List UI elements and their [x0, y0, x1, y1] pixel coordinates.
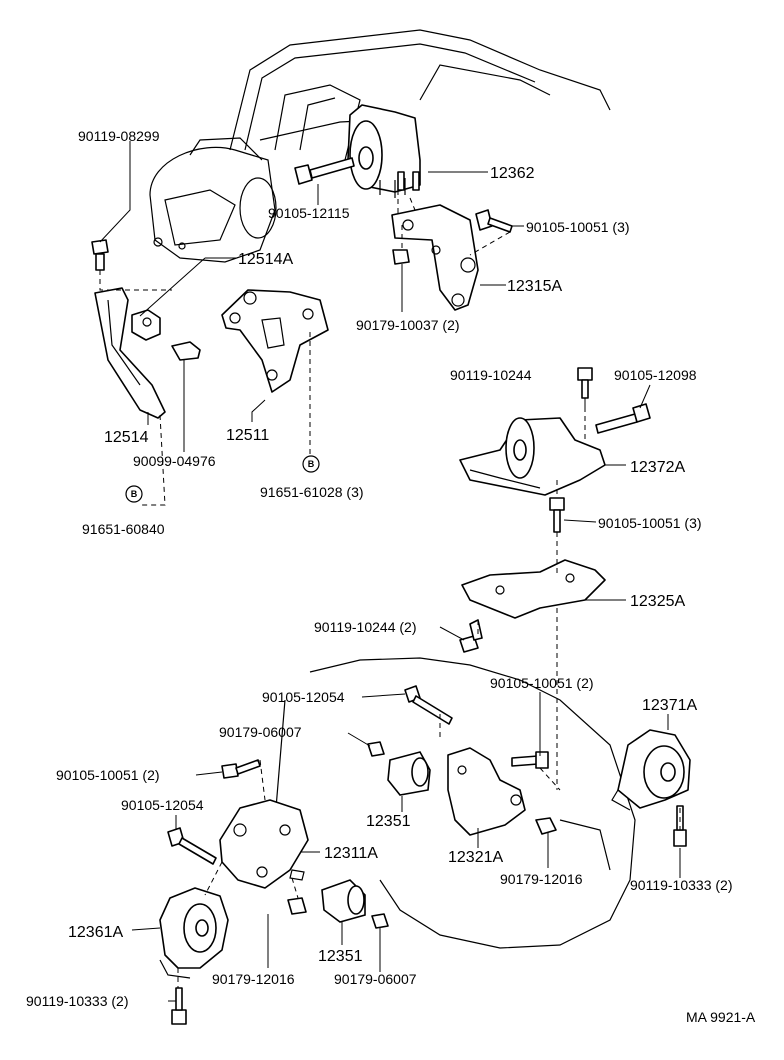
label-12362: 12362 [490, 165, 535, 182]
bolt-90119-10333-left [171, 987, 187, 1025]
label-90179-12016-a: 90179-12016 [500, 871, 583, 887]
bolt-90119-10244-upper [577, 367, 593, 399]
nut-90179-12016-right [535, 817, 557, 835]
label-90119-10244: 90119-10244 [450, 367, 532, 383]
label-90105-10051-2-a: 90105-10051 (2) [490, 675, 594, 691]
label-90119-10333-2-a: 90119-10333 (2) [630, 877, 732, 893]
label-90105-10051-2-b: 90105-10051 (2) [56, 767, 160, 783]
nut-90179-12016-left [287, 897, 307, 915]
label-12315A: 12315A [507, 278, 562, 295]
bracket-12321A [447, 747, 526, 836]
bolt-90105-12054-upper [404, 685, 453, 725]
cushion-12351-upper [387, 751, 431, 796]
bolt-90099-04976 [171, 341, 201, 361]
bracket-12315A [391, 204, 479, 311]
nut-90179-10037 [392, 249, 410, 265]
label-90105-10051-3-a: 90105-10051 (3) [526, 219, 630, 235]
label-12321A: 12321A [448, 849, 503, 866]
label-90179-06007-a: 90179-06007 [219, 724, 302, 740]
engine-mount-12372A [459, 417, 606, 496]
marker-b-91651-61028: B [302, 455, 320, 473]
cushion-12514A [131, 309, 161, 341]
bolt-90105-10051-right [511, 751, 549, 769]
engine-mount-12361A [159, 887, 229, 979]
svg-text:B: B [131, 489, 138, 499]
label-90119-10333-2-b: 90119-10333 (2) [26, 993, 128, 1009]
figure-code: MA 9921-A [686, 1009, 756, 1025]
label-90105-12115: 90105-12115 [268, 205, 350, 221]
label-90105-12054-a: 90105-12054 [262, 689, 345, 705]
bolt-90105-10051-left [221, 759, 261, 779]
label-12511: 12511 [226, 427, 269, 444]
alternator-housing [149, 137, 277, 263]
bracket-12325A [461, 559, 606, 619]
engine-mount-12362 [347, 104, 421, 198]
nut-90179-06007-lower [371, 913, 389, 929]
dashed-alignment-lines [99, 190, 681, 988]
label-90179-06007-b: 90179-06007 [334, 971, 417, 987]
transaxle-outline [274, 657, 636, 949]
label-12514: 12514 [104, 429, 149, 446]
bolt-90105-12115 [294, 157, 355, 185]
label-12351-a: 12351 [366, 813, 411, 830]
label-90105-12054-b: 90105-12054 [121, 797, 204, 813]
label-90119-10244-2: 90119-10244 (2) [314, 619, 416, 635]
label-90099-04976: 90099-04976 [133, 453, 216, 469]
label-90105-12098: 90105-12098 [614, 367, 697, 383]
leader-lines [99, 141, 681, 1002]
bolt-90105-12054-lower [167, 827, 217, 865]
label-91651-60840: 91651-60840 [82, 521, 165, 537]
engine-mount-12371A [611, 729, 691, 811]
bracket-12514 [94, 287, 166, 419]
label-12351-b: 12351 [318, 948, 363, 965]
label-12311A: 12311A [324, 845, 378, 862]
label-90119-08299: 90119-08299 [78, 128, 160, 144]
label-12514A: 12514A [238, 251, 293, 268]
label-90105-10051-3-b: 90105-10051 (3) [598, 515, 702, 531]
svg-text:B: B [308, 459, 315, 469]
bolt-90105-10051-upper [475, 209, 513, 233]
bolt-90105-10051-mid [549, 497, 565, 533]
label-12325A: 12325A [630, 593, 685, 610]
cushion-12351-lower [321, 879, 366, 923]
label-90179-12016-b: 90179-12016 [212, 971, 295, 987]
label-12361A: 12361A [68, 924, 123, 941]
bracket-12311A [219, 799, 309, 889]
label-90179-10037-2: 90179-10037 (2) [356, 317, 460, 333]
nut-90179-06007-upper [367, 741, 385, 757]
bolt-90119-10333-right [673, 805, 687, 847]
label-12371A: 12371A [642, 697, 697, 714]
engine-block-outline [229, 29, 611, 161]
marker-b-91651-60840: B [125, 485, 143, 503]
part-labels: 90119-08299 12362 90105-12115 90105-1005… [26, 128, 756, 1025]
label-12372A: 12372A [630, 459, 685, 476]
label-91651-61028-3: 91651-61028 (3) [260, 484, 364, 500]
bolt-90105-12098 [595, 403, 651, 434]
bracket-12511 [221, 289, 329, 393]
bolt-90119-08299 [91, 239, 109, 271]
bolt-90119-10244-lower [459, 619, 483, 653]
